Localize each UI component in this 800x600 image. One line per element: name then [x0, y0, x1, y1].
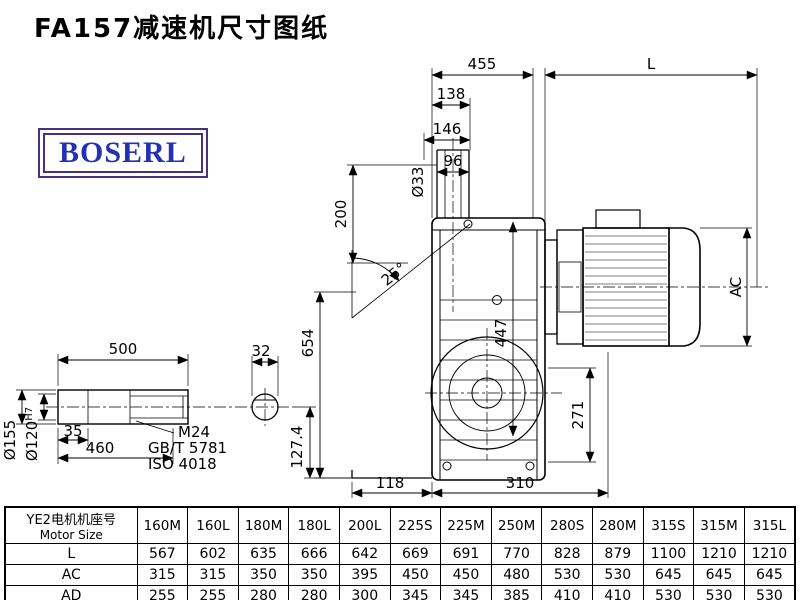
- value-cell: 669: [389, 543, 442, 565]
- page-title: FA157减速机尺寸图纸: [34, 14, 330, 44]
- value-cell: 280: [288, 585, 340, 600]
- header-cell: 250M: [490, 506, 543, 544]
- header-cell: 160L: [187, 506, 239, 544]
- value-cell: 602: [187, 543, 239, 565]
- value-cell: 645: [642, 564, 695, 586]
- dim-32: 32: [251, 342, 270, 360]
- dim-L: L: [647, 55, 656, 73]
- dim-146: 146: [433, 120, 462, 138]
- centerlines: [46, 138, 768, 460]
- dim-AC: AC: [727, 277, 745, 297]
- header-cell: 280M: [591, 506, 644, 544]
- dim-138: 138: [437, 85, 466, 103]
- dim-35: 35: [63, 422, 82, 440]
- boserl-logo: BOSERL: [38, 128, 208, 178]
- header-cell: 315M: [693, 506, 745, 544]
- header-motor-size-cn: YE2电机机座号: [26, 513, 116, 528]
- value-cell: 645: [693, 564, 745, 586]
- row-label: L: [4, 543, 138, 565]
- value-cell: 770: [490, 543, 543, 565]
- value-cell: 450: [389, 564, 442, 586]
- table-row-L: L 567 602 635 666 642 669 691 770 828 87…: [4, 543, 796, 565]
- dim-96: 96: [443, 152, 462, 170]
- value-cell: 666: [288, 543, 340, 565]
- header-motor-size: YE2电机机座号 Motor Size: [4, 506, 138, 544]
- value-cell: 530: [642, 585, 695, 600]
- dim-25deg: 25°: [378, 259, 410, 290]
- row-label: AC: [4, 564, 138, 586]
- dim-118: 118: [376, 474, 405, 492]
- shaft-detail: [57, 389, 279, 425]
- value-cell: 410: [541, 585, 593, 600]
- value-cell: 345: [389, 585, 442, 600]
- dim-500: 500: [109, 340, 138, 358]
- value-cell: 530: [541, 564, 593, 586]
- table-row-AD: AD 255 255 280 280 300 345 345 385 410 4…: [4, 585, 796, 600]
- table-header-row: YE2电机机座号 Motor Size 160M 160L 180M 180L …: [4, 506, 796, 544]
- table-row-AC: AC 315 315 350 350 395 450 450 480 530 5…: [4, 564, 796, 586]
- value-cell: 567: [136, 543, 189, 565]
- dim-654: 654: [299, 329, 317, 358]
- motor-size-table: YE2电机机座号 Motor Size 160M 160L 180M 180L …: [4, 506, 796, 600]
- value-cell: 300: [338, 585, 391, 600]
- header-cell: 180L: [288, 506, 340, 544]
- dim-33: Ø33: [409, 167, 427, 198]
- value-cell: 315: [136, 564, 189, 586]
- dim-155: Ø155: [1, 420, 19, 460]
- dim-271: 271: [569, 401, 587, 430]
- value-cell: 280: [237, 585, 290, 600]
- value-cell: 350: [288, 564, 340, 586]
- value-cell: 530: [743, 585, 796, 600]
- value-cell: 450: [440, 564, 492, 586]
- dim-447: 447: [492, 319, 510, 348]
- value-cell: 385: [490, 585, 543, 600]
- value-cell: 395: [338, 564, 391, 586]
- value-cell: 879: [591, 543, 644, 565]
- note-M24: M24: [178, 423, 210, 441]
- value-cell: 255: [136, 585, 189, 600]
- value-cell: 1210: [693, 543, 745, 565]
- dim-460: 460: [86, 439, 115, 457]
- dimension-lines: [17, 70, 758, 498]
- header-cell: 315S: [642, 506, 695, 544]
- value-cell: 255: [187, 585, 239, 600]
- value-cell: 642: [338, 543, 391, 565]
- value-cell: 828: [541, 543, 593, 565]
- header-cell: 280S: [541, 506, 593, 544]
- value-cell: 691: [440, 543, 492, 565]
- note-ISO4018: ISO 4018: [148, 455, 217, 473]
- dim-120H7: Ø120H7: [23, 407, 41, 461]
- header-cell: 180M: [237, 506, 290, 544]
- value-cell: 1100: [642, 543, 695, 565]
- dim-455: 455: [468, 55, 497, 73]
- value-cell: 480: [490, 564, 543, 586]
- header-cell: 315L: [743, 506, 796, 544]
- value-cell: 350: [237, 564, 290, 586]
- header-motor-size-en: Motor Size: [39, 528, 103, 542]
- header-cell: 225S: [389, 506, 442, 544]
- boserl-logo-text: BOSERL: [59, 136, 187, 169]
- value-cell: 635: [237, 543, 290, 565]
- header-cell: 160M: [136, 506, 189, 544]
- value-cell: 345: [440, 585, 492, 600]
- row-label: AD: [4, 585, 138, 600]
- boserl-logo-frame: BOSERL: [43, 133, 203, 173]
- value-cell: 645: [743, 564, 796, 586]
- motor-outline: [544, 209, 701, 347]
- dimension-labels: 455 L 138 146 96 Ø33 200 25° 654 AC 447 …: [1, 55, 745, 492]
- note-GBT5781: GB/T 5781: [148, 439, 227, 457]
- gearbox-outline: [351, 149, 546, 481]
- dim-310: 310: [506, 474, 535, 492]
- value-cell: 315: [187, 564, 239, 586]
- value-cell: 1210: [743, 543, 796, 565]
- header-cell: 225M: [440, 506, 492, 544]
- header-cell: 200L: [338, 506, 391, 544]
- value-cell: 410: [591, 585, 644, 600]
- value-cell: 530: [693, 585, 745, 600]
- technical-drawing: 455 L 138 146 96 Ø33 200 25° 654 AC 447 …: [1, 55, 768, 498]
- dim-127-4: 127.4: [288, 426, 306, 469]
- value-cell: 530: [591, 564, 644, 586]
- dim-200: 200: [332, 200, 350, 229]
